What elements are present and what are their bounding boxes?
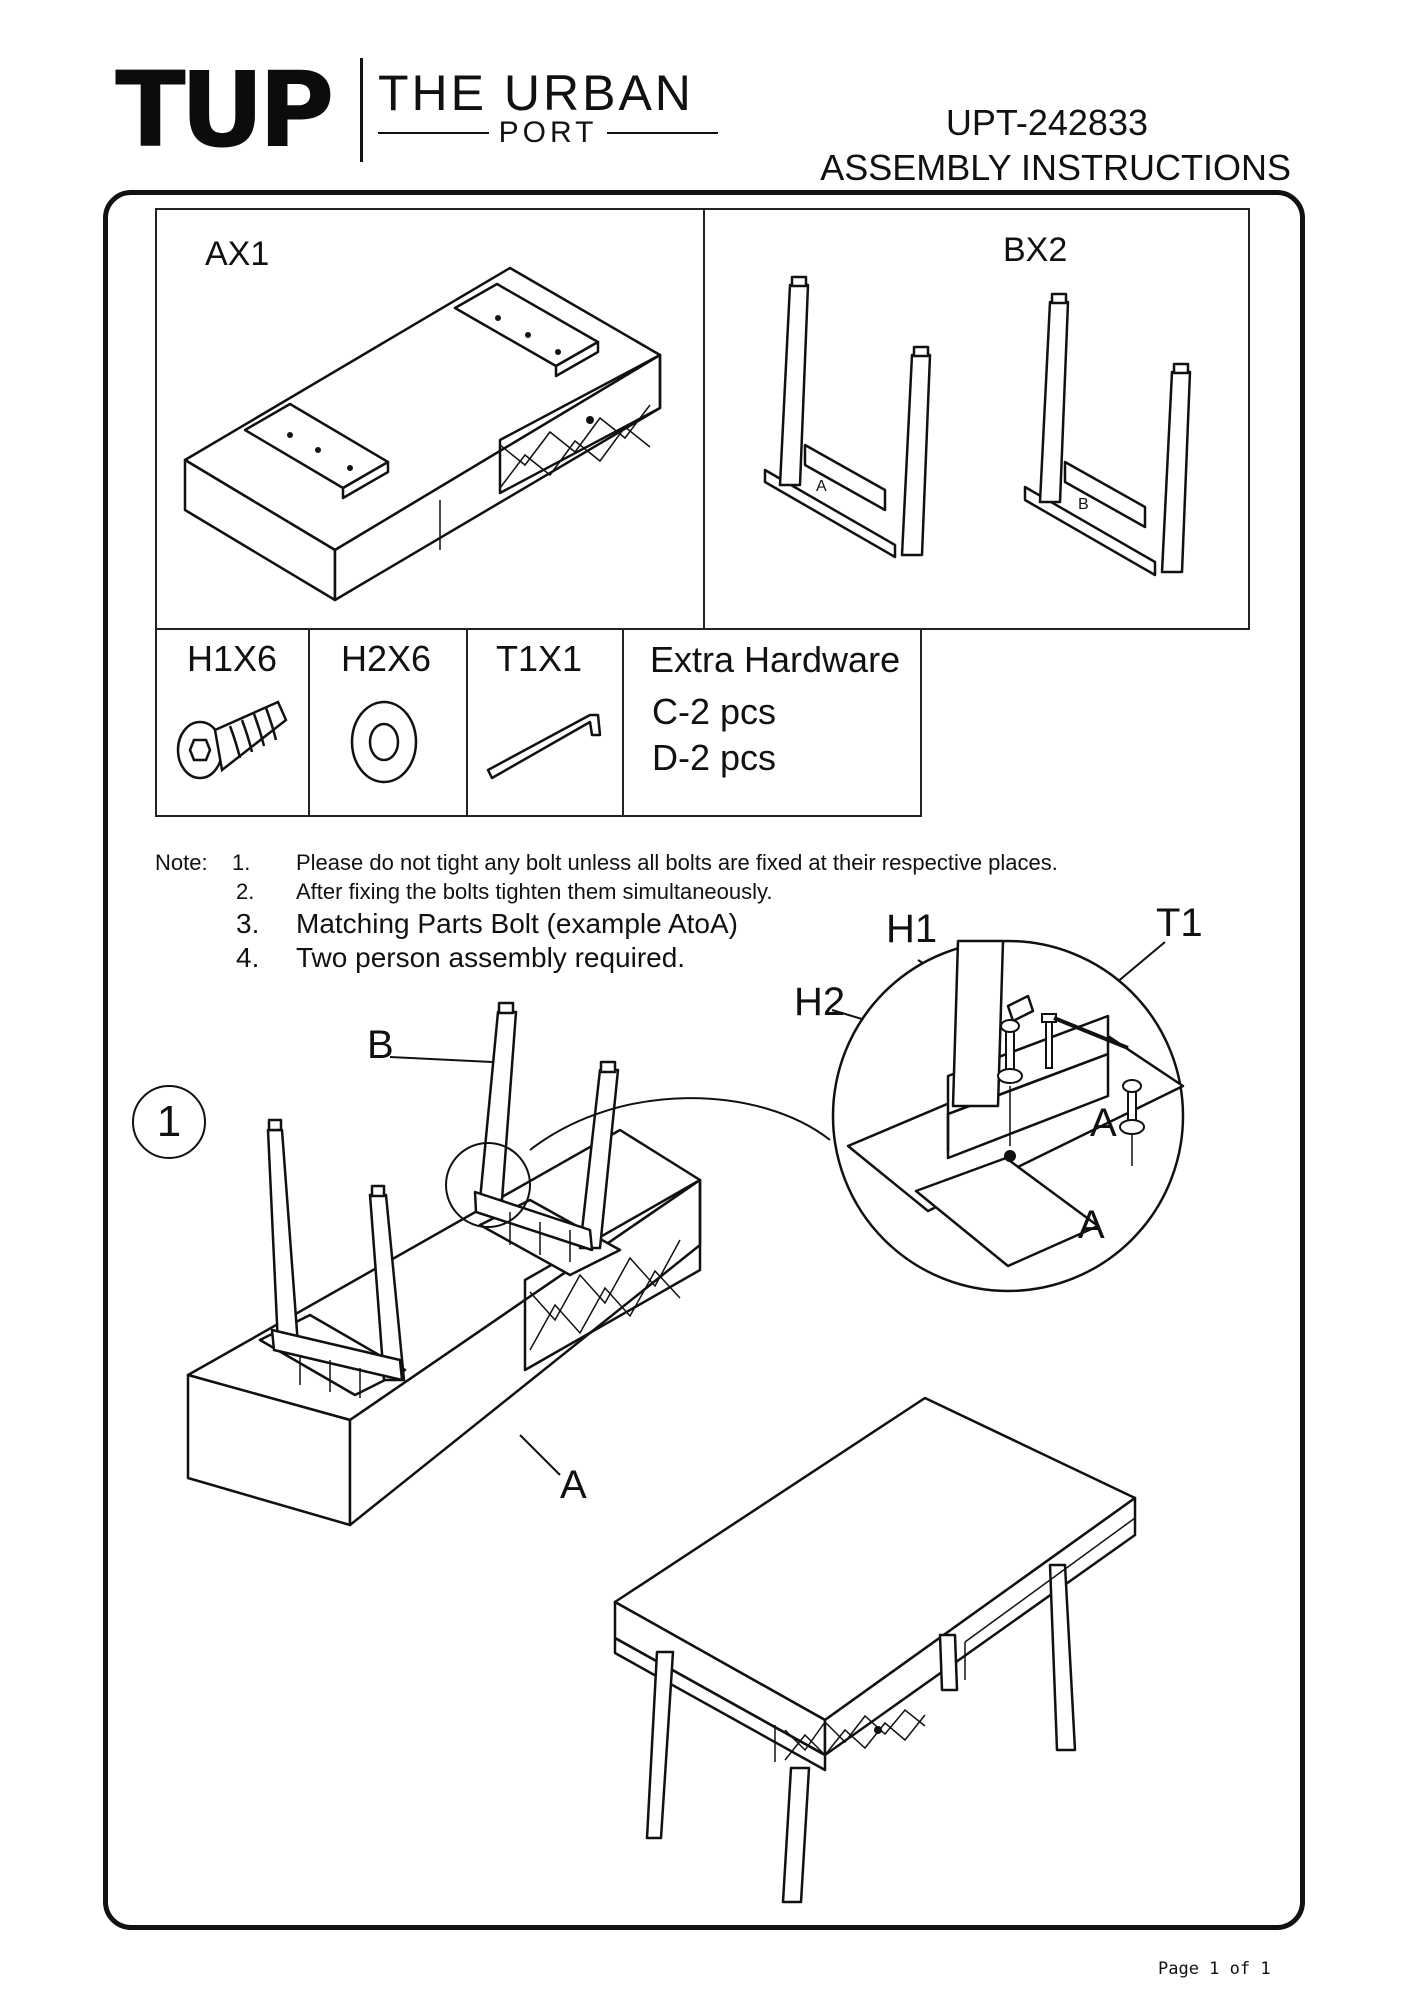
bolt-icon — [176, 700, 288, 780]
notes-prefix: Note: — [155, 850, 208, 875]
part-a-label: AX1 — [205, 235, 270, 273]
note-4-number: 4. — [236, 942, 260, 973]
drawer-pattern-bottom — [499, 425, 651, 489]
note-2-text: After fixing the bolts tighten them simu… — [296, 879, 773, 904]
extra-hardware-d: D-2 pcs — [652, 737, 777, 778]
hardware-t1-label: T1X1 — [496, 638, 583, 679]
part-b-frame-mark-a: A — [816, 478, 827, 495]
detail-callout-a-lower: A — [1078, 1203, 1105, 1247]
note-2-number: 2. — [236, 879, 255, 904]
logo-divider — [360, 58, 363, 162]
apron-rail-right-edge — [554, 340, 600, 378]
note-1-text: Please do not tight any bolt unless all … — [296, 850, 1058, 875]
brand-name-port: PORT — [498, 116, 598, 149]
brand-name-line1: THE URBAN — [378, 65, 694, 121]
extra-hardware-c: C-2 pcs — [652, 691, 777, 732]
logo-rule-right — [607, 132, 719, 134]
logo-rule-left — [378, 132, 489, 134]
washer-icon — [350, 700, 418, 784]
drawer-pattern-top — [499, 404, 651, 467]
part-b-legframes-drawing — [763, 275, 1192, 577]
detail-callout-h2: H2 — [794, 980, 846, 1024]
detail-callout-a-upper: A — [1090, 1101, 1117, 1145]
step-number-circle: 1 — [132, 1085, 206, 1159]
step-number: 1 — [156, 1097, 182, 1146]
step1-callout-a: A — [560, 1463, 587, 1507]
step1-assembly-drawing — [186, 1001, 702, 1527]
hardware-cell-extra — [622, 628, 922, 817]
detail-zoom-drawing — [831, 939, 1185, 1293]
brand-name-line2: PORT — [378, 116, 719, 149]
part-b-label: BX2 — [1003, 231, 1068, 269]
extra-hardware-title: Extra Hardware — [650, 639, 901, 680]
leg-frame-b — [1023, 292, 1192, 577]
detail-callout-h1: H1 — [886, 907, 938, 951]
drawer-front — [498, 353, 662, 495]
leg-frame-a — [763, 275, 932, 559]
document-title: ASSEMBLY INSTRUCTIONS — [820, 147, 1291, 188]
allen-key-icon — [486, 713, 602, 780]
apron-rail-left-edge — [341, 460, 390, 500]
parts-divider — [703, 208, 705, 630]
document-code: UPT-242833 — [945, 102, 1148, 143]
part-b-frame-mark-b: B — [1078, 496, 1089, 513]
note-3-number: 3. — [236, 908, 260, 939]
part-a-tabletop-drawing — [183, 266, 662, 602]
hardware-h2-label: H2X6 — [341, 638, 432, 679]
page-number: Page 1 of 1 — [1158, 1959, 1271, 1979]
hardware-h1-label: H1X6 — [187, 638, 278, 679]
detail-callout-t1: T1 — [1156, 901, 1203, 945]
finished-desk-drawing — [613, 1396, 1137, 1904]
note-4-text: Two person assembly required. — [296, 942, 686, 973]
instruction-frame — [103, 190, 1305, 1930]
step1-callout-b: B — [367, 1023, 394, 1067]
note-3-text: Matching Parts Bolt (example AtoA) — [296, 908, 738, 939]
brand-logo-mark: TUP — [115, 49, 335, 171]
note-1-number: 1. — [232, 850, 251, 875]
